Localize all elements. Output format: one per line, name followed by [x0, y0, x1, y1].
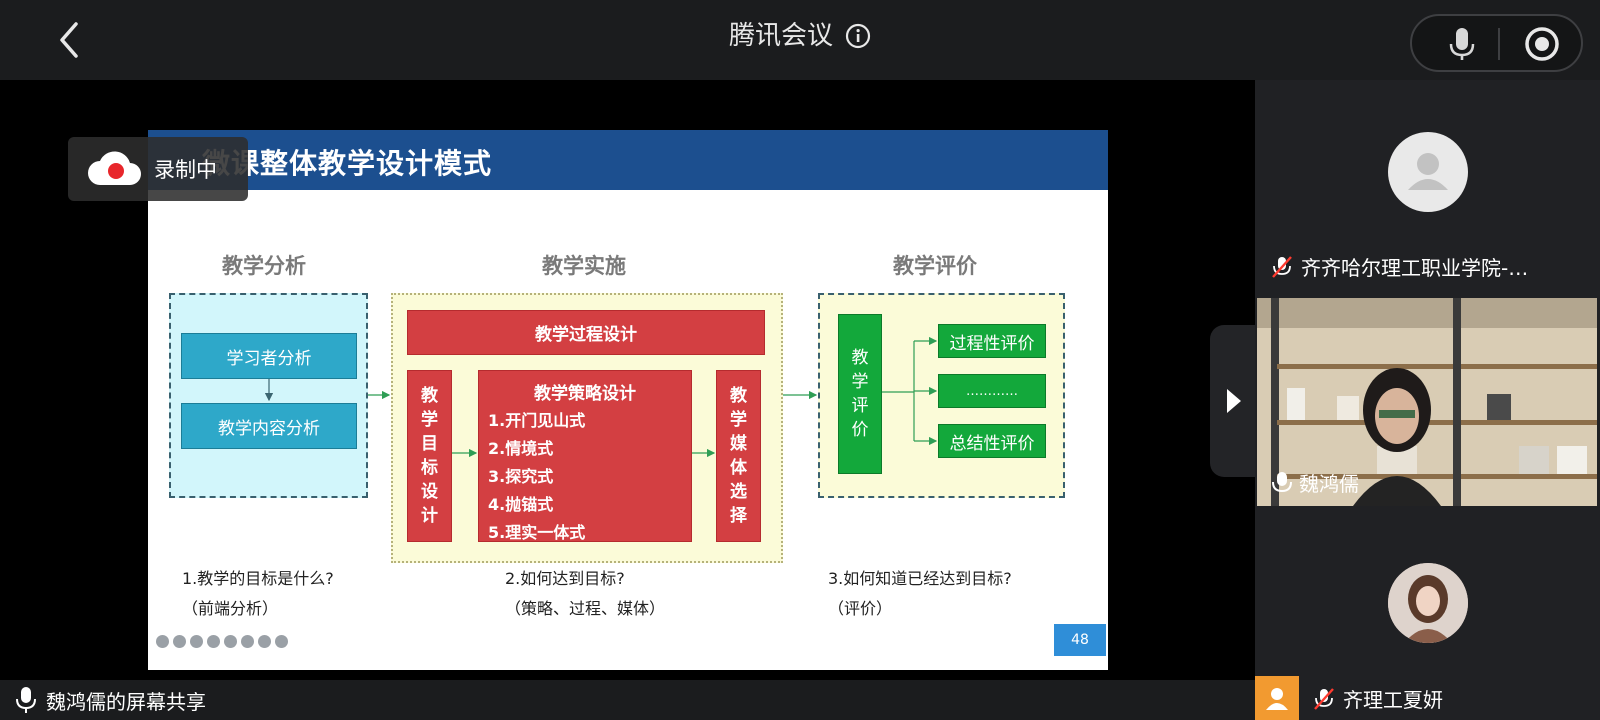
mic-muted-icon [1314, 687, 1334, 710]
strategy-item: 5.理实一体式 [488, 523, 586, 542]
control-pill [1410, 14, 1583, 72]
info-icon[interactable] [845, 23, 871, 49]
slide-header: 微课整体教学设计模式 [148, 130, 1108, 190]
participant-tile[interactable]: 齐齐哈尔理工职业学院-… [1255, 80, 1600, 292]
video-feed [1257, 298, 1597, 506]
participant-tile[interactable]: 齐理工夏妍 [1255, 506, 1600, 720]
person-icon [1266, 688, 1288, 710]
evaluation-main-box: 教学评价 [838, 314, 882, 474]
content-analysis-box: 教学内容分析 [181, 403, 357, 449]
subtitle-icon[interactable] [258, 634, 271, 648]
top-bar: 腾讯会议 [0, 0, 1600, 80]
process-evaluation-box: 过程性评价 [938, 324, 1046, 358]
pointer-icon[interactable] [207, 634, 220, 648]
strategy-design-box: 教学策略设计 1.开门见山式 2.情境式 3.探究式 4.抛锚式 5.理实一体式 [478, 370, 692, 542]
participant-name-row: 魏鸿儒 [1271, 468, 1359, 497]
process-design-box: 教学过程设计 [407, 310, 765, 355]
evaluation-main-char: 教 [851, 348, 869, 368]
prev-slide-icon[interactable] [156, 634, 169, 648]
grid-icon[interactable] [224, 634, 237, 648]
mic-muted-icon [1272, 255, 1292, 278]
microphone-icon[interactable] [1442, 24, 1482, 64]
question-implementation: 2.如何达到目标? （策略、过程、媒体） [505, 564, 665, 624]
evaluation-main-char: 学 [851, 372, 869, 392]
strategy-item: 4.抛锚式 [488, 495, 554, 514]
slide-page-number: 48 [1054, 624, 1106, 656]
recording-label: 录制中 [154, 158, 217, 182]
photo-avatar [1388, 563, 1468, 643]
strategy-item: 2.情境式 [488, 439, 554, 458]
goal-design-char: 目 [421, 434, 438, 454]
share-label: 魏鸿儒的屏幕共享 [46, 689, 206, 714]
media-select-char: 选 [730, 482, 747, 502]
play-arrow-icon [1227, 389, 1241, 413]
meeting-title-bar: 腾讯会议 [0, 0, 1600, 72]
section-title-analysis: 教学分析 [222, 254, 306, 278]
goal-design-char: 学 [421, 410, 438, 430]
microphone-icon [16, 687, 36, 713]
screen-icon[interactable] [241, 634, 254, 648]
slide: 微课整体教学设计模式 教学分析 教学实施 教学评价 学习者分析 教学内容分析 教… [148, 130, 1108, 670]
back-arrow-icon[interactable] [50, 18, 90, 62]
learner-analysis-box: 学习者分析 [181, 333, 357, 379]
question-analysis: 1.教学的目标是什么? （前端分析） [182, 564, 334, 624]
connector-arrows [264, 336, 938, 458]
question-text: 3.如何知道已经达到目标? [828, 569, 1012, 588]
pill-divider [1498, 28, 1500, 60]
strategy-item: 1.开门见山式 [488, 411, 586, 430]
meeting-title: 腾讯会议 [728, 21, 833, 51]
goal-design-char: 设 [421, 482, 438, 502]
summative-evaluation-box: 总结性评价 [938, 424, 1046, 458]
shared-screen: 微课整体教学设计模式 教学分析 教学实施 教学评价 学习者分析 教学内容分析 教… [0, 80, 1255, 675]
section-title-implementation: 教学实施 [542, 254, 626, 278]
share-status-bar: 魏鸿儒的屏幕共享 [0, 680, 1255, 720]
goal-design-box: 教学目标设计 [407, 370, 452, 542]
person-icon [1408, 153, 1448, 190]
goal-design-char: 标 [421, 458, 438, 478]
collapse-panel-button[interactable] [1210, 325, 1255, 477]
question-text: 1.教学的目标是什么? [182, 569, 334, 588]
goal-design-char: 教 [421, 386, 438, 406]
strategy-item: 3.探究式 [488, 467, 554, 486]
participant-name: 魏鸿儒 [1299, 472, 1359, 496]
avatar-photo [1388, 563, 1468, 643]
participant-name-row: 齐理工夏妍 [1311, 684, 1443, 713]
analysis-panel [169, 293, 368, 498]
media-select-char: 教 [730, 386, 747, 406]
question-evaluation: 3.如何知道已经达到目标? （评价） [828, 564, 1012, 624]
host-badge [1255, 676, 1299, 720]
recording-badge[interactable]: 录制中 [68, 137, 248, 201]
default-avatar [1388, 132, 1468, 212]
slide-toolbar[interactable] [152, 632, 295, 650]
question-text: 2.如何达到目标? [505, 569, 625, 588]
strategy-list: 1.开门见山式 2.情境式 3.探究式 4.抛锚式 5.理实一体式 [488, 407, 585, 547]
microphone-icon [1272, 471, 1292, 492]
participant-video-tile[interactable]: 魏鸿儒 [1257, 298, 1597, 506]
pen-icon[interactable] [190, 634, 203, 648]
participant-name: 齐齐哈尔理工职业学院-… [1301, 256, 1529, 280]
question-note: （前端分析） [182, 599, 279, 618]
goal-design-char: 计 [421, 506, 438, 526]
more-icon[interactable] [275, 634, 288, 648]
slide-title: 微课整体教学设计模式 [202, 147, 493, 180]
cloud-record-icon [88, 151, 141, 185]
media-select-char: 学 [730, 410, 747, 430]
media-select-char: 媒 [730, 434, 747, 454]
media-select-char: 体 [730, 458, 747, 478]
question-note: （策略、过程、媒体） [505, 599, 666, 618]
evaluation-main-char: 评 [851, 396, 869, 416]
section-title-evaluation: 教学评价 [893, 254, 977, 278]
ellipsis-evaluation-box: ………… [938, 374, 1046, 408]
participant-name-row: 齐齐哈尔理工职业学院-… [1269, 252, 1528, 281]
participant-name: 齐理工夏妍 [1343, 688, 1443, 712]
question-note: （评价） [828, 599, 893, 618]
media-select-char: 择 [730, 506, 747, 526]
record-icon[interactable] [1522, 24, 1562, 64]
media-select-box: 教学媒体选择 [716, 370, 761, 542]
next-slide-icon[interactable] [173, 634, 186, 648]
evaluation-main-char: 价 [851, 420, 869, 440]
strategy-title: 教学策略设计 [534, 384, 636, 404]
